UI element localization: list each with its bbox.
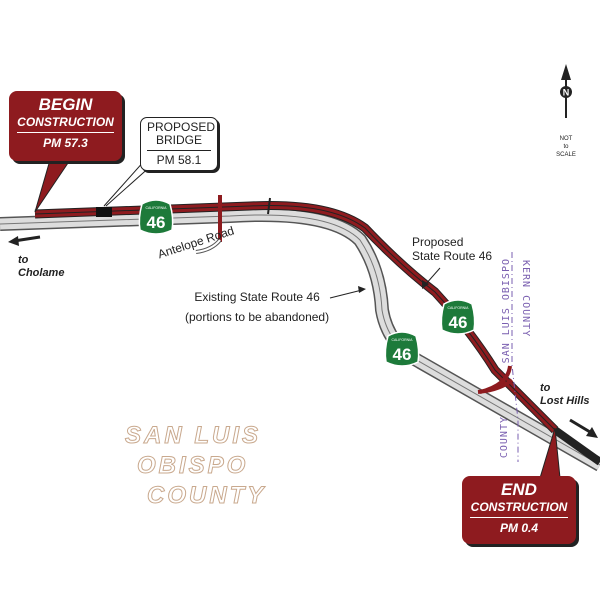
begin-callout-pointer: [34, 159, 71, 213]
county-name-line1: SAN LUIS: [124, 422, 262, 450]
end-subtitle: CONSTRUCTION: [470, 500, 568, 514]
begin-construction-callout: BEGIN CONSTRUCTION PM 57.3: [9, 91, 122, 161]
county-name-line3: COUNTY: [146, 482, 267, 510]
begin-subtitle: CONSTRUCTION: [17, 115, 114, 129]
kern-county-label: KERN COUNTY: [520, 260, 531, 338]
end-construction-callout: END CONSTRUCTION PM 0.4: [462, 476, 576, 544]
bridge-postmile: PM 58.1: [156, 153, 202, 167]
begin-title: BEGIN: [38, 95, 93, 114]
north-letter: N: [563, 88, 570, 98]
svg-text:46: 46: [393, 345, 412, 364]
begin-postmile: PM 57.3: [43, 136, 88, 150]
slo-county-label-b: COUNTY: [499, 416, 510, 459]
county-boundary-line: [511, 252, 519, 462]
arrow-to-lost-hills-icon: [569, 418, 598, 438]
svg-text:CALIFORNIA: CALIFORNIA: [145, 206, 167, 210]
end-postmile: PM 0.4: [499, 521, 538, 535]
proposed-route-46: [34, 201, 600, 466]
bridge-line2: BRIDGE: [155, 133, 202, 147]
antelope-road: [195, 195, 271, 254]
svg-text:CALIFORNIA: CALIFORNIA: [447, 306, 469, 310]
svg-text:46: 46: [147, 213, 166, 232]
north-arrow-icon: [560, 64, 572, 118]
interchange-ramp: [477, 365, 514, 394]
existing-leader-arrow: [329, 286, 366, 299]
bridge-line1: PROPOSED: [147, 120, 216, 134]
proposed-leader-arrow: [422, 267, 441, 289]
end-title: END: [501, 480, 537, 499]
proposed-bridge-callout: PROPOSED BRIDGE PM 58.1: [140, 117, 218, 171]
slo-county-label-a: SAN LUIS OBISPO: [501, 258, 512, 364]
route-46-shield-icon: CALIFORNIA 46: [138, 199, 174, 235]
route-46-shield-icon: CALIFORNIA 46: [384, 331, 420, 367]
existing-route-label: Existing State Route 46(portions to be a…: [185, 290, 330, 324]
proposed-bridge-marker: [96, 207, 112, 217]
svg-text:46: 46: [449, 313, 468, 332]
route-46-shield-icon: CALIFORNIA 46: [440, 299, 476, 335]
svg-text:CALIFORNIA: CALIFORNIA: [391, 338, 413, 342]
arrow-to-cholame-icon: [8, 235, 41, 246]
county-name-line2: OBISPO: [136, 452, 249, 480]
